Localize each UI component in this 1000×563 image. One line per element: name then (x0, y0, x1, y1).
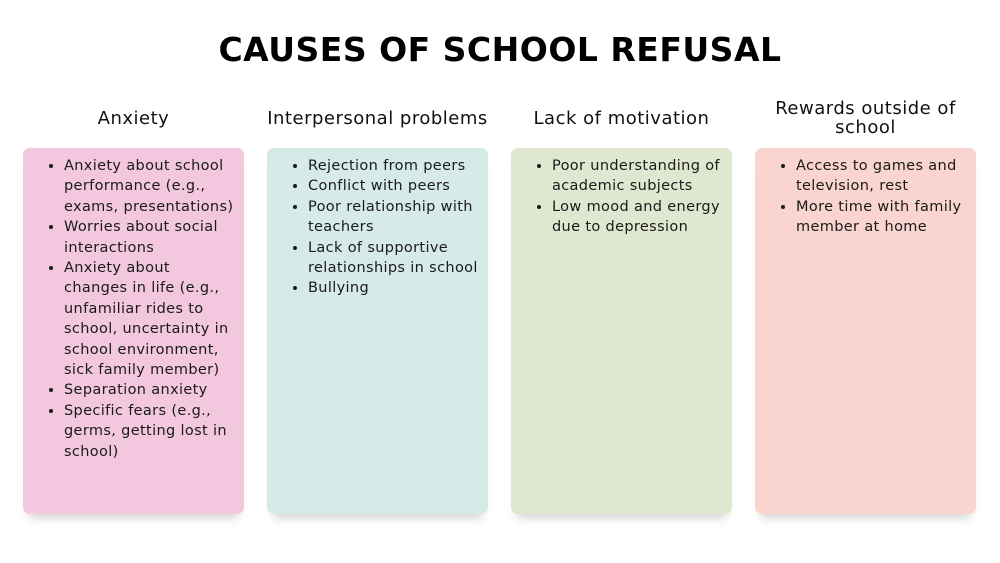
cause-list: Anxiety about school performance (e.g., … (45, 156, 234, 462)
list-item: Poor understanding of academic subjects (552, 156, 722, 197)
list-item: Bullying (308, 278, 478, 298)
cause-list: Poor understanding of academic subjects … (533, 156, 722, 238)
list-item: Anxiety about changes in life (e.g., unf… (64, 258, 234, 380)
list-item: Rejection from peers (308, 156, 478, 176)
list-item: Poor relationship with teachers (308, 197, 478, 238)
list-item: Worries about social interactions (64, 217, 234, 258)
list-item: Specific fears (e.g., germs, getting los… (64, 401, 234, 462)
column-motivation: Lack of motivation Poor understanding of… (511, 96, 732, 514)
list-item: Separation anxiety (64, 380, 234, 400)
column-anxiety: Anxiety Anxiety about school performance… (23, 96, 244, 514)
column-heading: Lack of motivation (533, 107, 710, 129)
rewards-card: Access to games and television, rest Mor… (755, 148, 976, 514)
list-item: Access to games and television, rest (796, 156, 966, 197)
column-rewards: Rewards outside of school Access to game… (755, 96, 976, 514)
list-item: Anxiety about school performance (e.g., … (64, 156, 234, 217)
column-heading: Rewards outside of school (775, 98, 956, 138)
cause-list: Rejection from peers Conflict with peers… (289, 156, 478, 299)
column-heading: Anxiety (97, 107, 170, 129)
interpersonal-card: Rejection from peers Conflict with peers… (267, 148, 488, 514)
motivation-card: Poor understanding of academic subjects … (511, 148, 732, 514)
column-heading: Interpersonal problems (267, 107, 488, 129)
list-item: Low mood and energy due to depression (552, 197, 722, 238)
page-title: CAUSES OF SCHOOL REFUSAL (218, 30, 782, 69)
list-item: More time with family member at home (796, 197, 966, 238)
list-item: Lack of supportive relationships in scho… (308, 238, 478, 279)
anxiety-card: Anxiety about school performance (e.g., … (23, 148, 244, 514)
column-interpersonal: Interpersonal problems Rejection from pe… (267, 96, 488, 514)
cause-list: Access to games and television, rest Mor… (777, 156, 966, 238)
list-item: Conflict with peers (308, 176, 478, 196)
